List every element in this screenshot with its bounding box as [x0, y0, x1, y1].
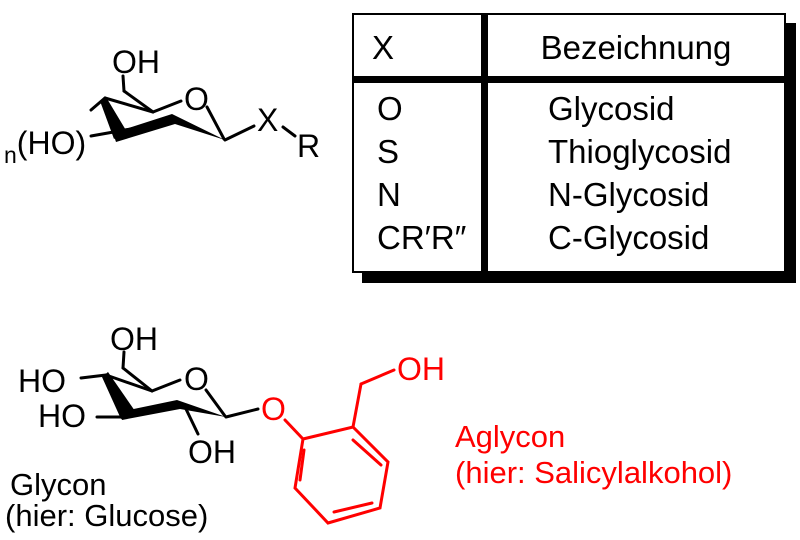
wedge-c4-c3: [102, 372, 135, 419]
wedge-c3-c2-c1: [119, 400, 226, 420]
glucose-bonds: [79, 350, 260, 436]
oh-top-label: OH: [110, 321, 158, 357]
table-column-x: O S N CR′R″: [354, 83, 481, 271]
bond-o-c1: [205, 105, 226, 141]
table-header-x: X: [372, 29, 395, 66]
n-subscript: n: [4, 142, 17, 168]
table-cell-x: CR′R″: [377, 218, 467, 256]
table-cell-name: Glycosid: [548, 89, 675, 127]
aglycon-bonds: [283, 368, 396, 525]
bond-c2-oh: [184, 407, 200, 436]
bond-ch2-c5: [122, 89, 155, 114]
aglycon-oh-label: OH: [397, 351, 445, 387]
bond-c5-o: [150, 378, 182, 393]
table-cell-x: N: [377, 175, 401, 213]
oh-label: OH: [112, 44, 160, 80]
benzene-double-bond-left: [298, 448, 306, 482]
oh-bottom-label: OH: [188, 434, 236, 470]
bond-ch2-oh: [121, 74, 126, 93]
table-cell-name: C-Glycosid: [548, 218, 710, 256]
benzene-ring: [293, 425, 390, 525]
bond-c4-c5: [104, 373, 154, 393]
bond-o-c1: [204, 388, 227, 418]
table-vertical-divider: [481, 15, 488, 271]
generic-pyranose-bonds: [89, 74, 297, 142]
ho-text: (HO): [16, 125, 87, 161]
wedge-c4-c3: [100, 97, 127, 139]
bond-ch2-oh: [121, 350, 126, 370]
x-label: X: [257, 102, 279, 138]
table-column-bezeichnung: Glycosid Thioglycosid N-Glycosid C-Glyco…: [488, 83, 784, 271]
bond-c1-oglycosidic: [224, 407, 260, 419]
n-ho-label: n(HO): [4, 127, 86, 167]
glycosidic-o-label: O: [261, 391, 286, 427]
wedge-c3-c2-c1: [113, 114, 225, 142]
aglycon-caption-line2: (hier: Salicylalkohol): [455, 455, 733, 490]
glycon-caption-line1: Glycon: [10, 467, 107, 502]
bond-c4-ho: [79, 373, 108, 380]
glycoside-table: X Bezeichnung O S N CR′R″ Glycosid Thiog…: [352, 13, 786, 273]
bond-c5-o: [151, 99, 183, 114]
table-cell-name: N-Glycosid: [548, 175, 710, 213]
bond-x-r: [281, 125, 297, 138]
ring-o-label: O: [184, 361, 209, 397]
bond-aryl-ch2: [351, 382, 363, 429]
table-cell-x: O: [377, 89, 403, 127]
ho-lower-label: HO: [38, 398, 86, 434]
bond-c4-c5: [103, 96, 155, 114]
table-header-bezeichnung: Bezeichnung: [540, 29, 732, 66]
table-cell-name: Thioglycosid: [548, 132, 732, 170]
glycon-caption-line2: (hier: Glucose): [5, 498, 209, 533]
table-cell-x: S: [377, 132, 400, 170]
bond-ch2-oh: [359, 368, 396, 386]
benzene-double-bond-right: [351, 438, 383, 467]
table-horizontal-divider: [354, 76, 784, 83]
ring-o-label: O: [184, 81, 209, 117]
benzene-double-bond-bottom: [332, 501, 374, 514]
aglycon-caption-line1: Aglycon: [455, 419, 566, 454]
bond-ch2-c5: [121, 366, 154, 393]
bond-o-aryl: [283, 418, 305, 441]
bond-c1-x: [223, 124, 256, 142]
ho-upper-label: HO: [18, 363, 66, 399]
r-label: R: [297, 128, 321, 164]
